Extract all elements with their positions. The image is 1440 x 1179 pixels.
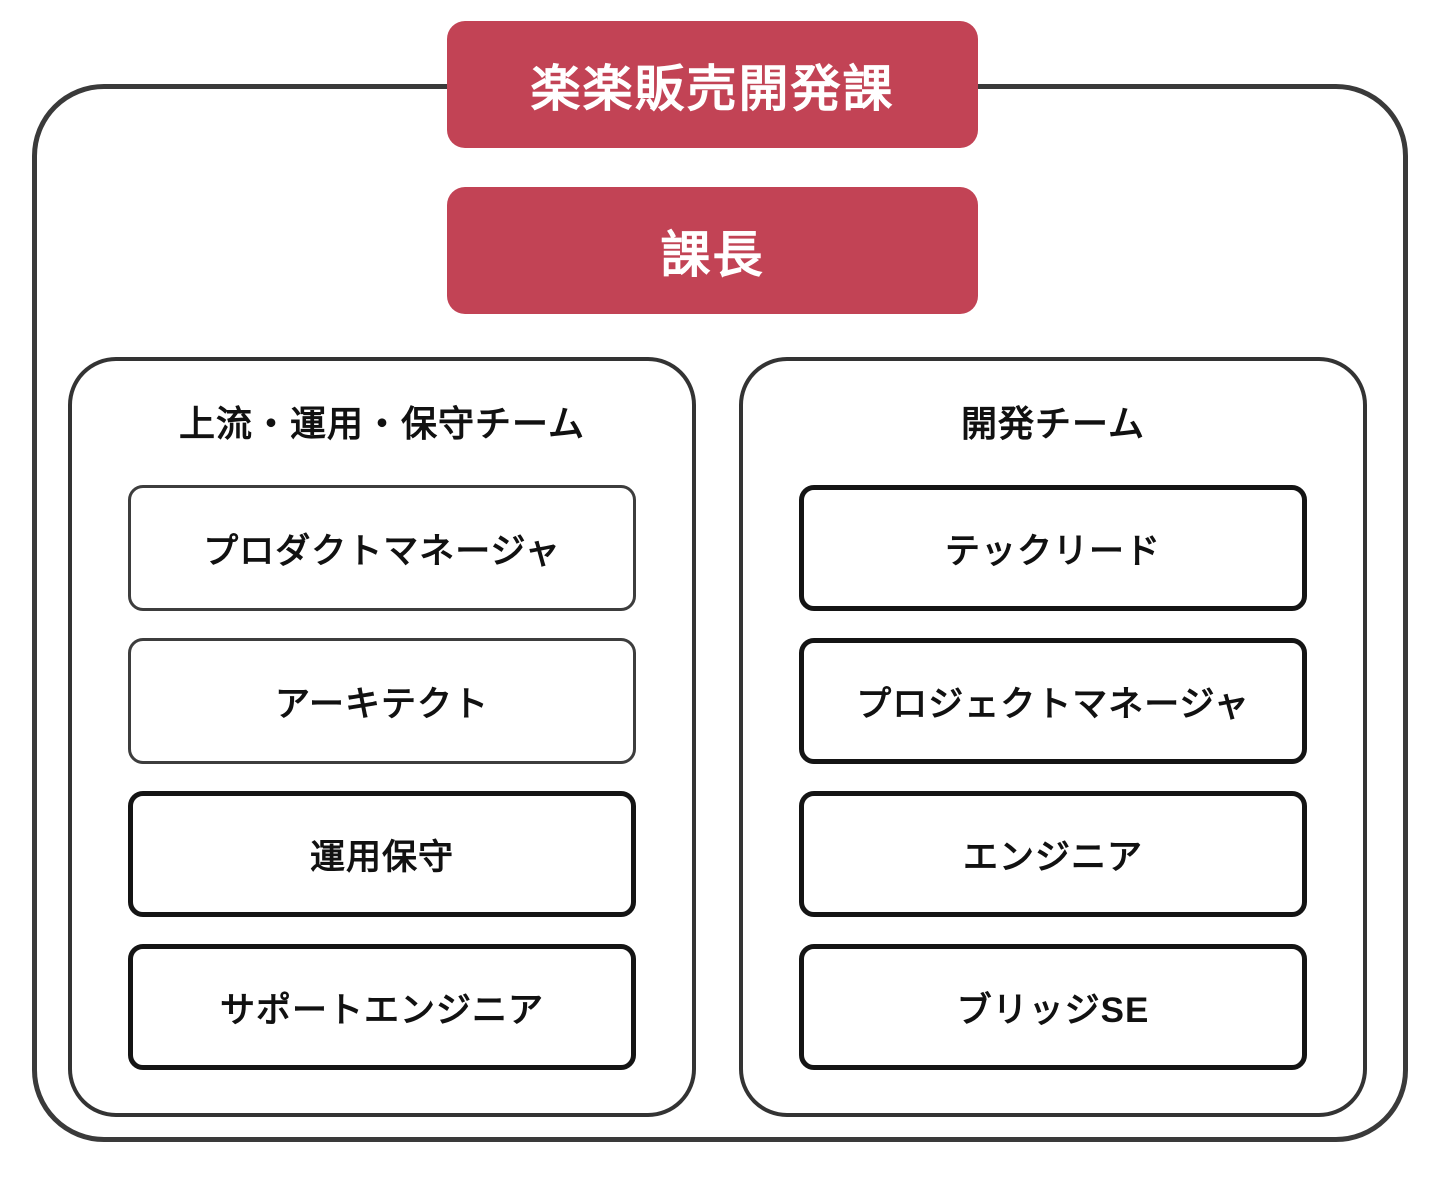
- team-development: 開発チーム テックリード プロジェクトマネージャ エンジニア ブリッジSE: [739, 357, 1367, 1117]
- team-title-development: 開発チーム: [961, 403, 1145, 444]
- team-title-upstream: 上流・運用・保守チーム: [179, 403, 585, 444]
- role-tech-lead: テックリード: [799, 485, 1307, 611]
- role-product-manager: プロダクトマネージャ: [128, 485, 636, 611]
- department-title: 楽楽販売開発課: [530, 60, 895, 117]
- role-label: テックリード: [944, 531, 1161, 571]
- role-label: サポートエンジニア: [219, 990, 544, 1030]
- role-label: 運用保守: [309, 837, 454, 877]
- role-architect: アーキテクト: [128, 638, 636, 764]
- team-upstream-ops-maintenance: 上流・運用・保守チーム プロダクトマネージャ アーキテクト 運用保守 サポートエ…: [68, 357, 696, 1117]
- role-label: ブリッジSE: [956, 990, 1150, 1030]
- role-label: アーキテクト: [275, 684, 489, 724]
- role-project-manager: プロジェクトマネージャ: [799, 638, 1307, 764]
- role-label: エンジニア: [962, 837, 1143, 877]
- department-title-box: 楽楽販売開発課: [447, 21, 978, 148]
- role-list-development: テックリード プロジェクトマネージャ エンジニア ブリッジSE: [743, 485, 1363, 1070]
- role-bridge-se: ブリッジSE: [799, 944, 1307, 1070]
- role-engineer: エンジニア: [799, 791, 1307, 917]
- role-support-engineer: サポートエンジニア: [128, 944, 636, 1070]
- manager-box: 課長: [447, 187, 978, 314]
- role-label: プロジェクトマネージャ: [856, 684, 1250, 724]
- role-label: プロダクトマネージャ: [203, 531, 561, 571]
- role-list-upstream: プロダクトマネージャ アーキテクト 運用保守 サポートエンジニア: [72, 485, 692, 1070]
- role-operations-maintenance: 運用保守: [128, 791, 636, 917]
- manager-label: 課長: [660, 226, 765, 283]
